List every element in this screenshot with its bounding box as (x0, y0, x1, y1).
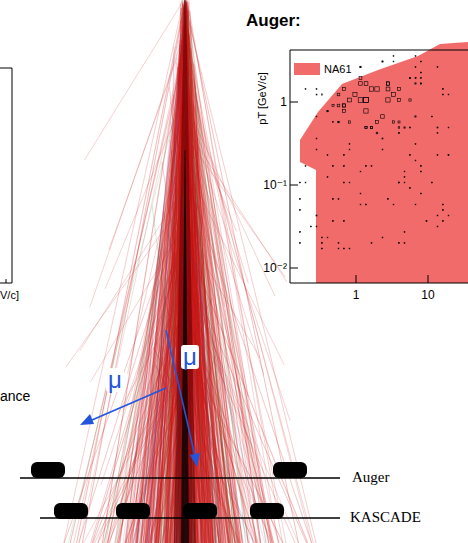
shower-tracks (64, 0, 316, 543)
legend-swatch (294, 63, 320, 75)
legend-text: NA61 (324, 63, 352, 75)
detector-levels (20, 462, 340, 519)
legend-row: NA61 (294, 63, 352, 75)
text-label: Auger (352, 470, 390, 485)
muon-arrows (80, 330, 200, 467)
text-label: V/c] (0, 290, 19, 301)
text-label: 10⁻² (263, 262, 287, 274)
text-label: KASCADE (350, 510, 421, 525)
muon-label: μ (181, 345, 199, 369)
text-label: ance (0, 389, 30, 403)
text-label: 10 (421, 289, 434, 301)
axis-title: pT [GeV/c] (257, 72, 268, 124)
text-label: 1 (353, 289, 360, 301)
text-label: 10⁻¹ (263, 179, 287, 191)
left-plot-frame (0, 68, 12, 283)
shower-core (174, 0, 196, 543)
text-label: Auger: (246, 12, 301, 29)
auger-phase-space-plot (290, 42, 468, 283)
text-label: 1 (280, 96, 287, 108)
muon-label: μ (106, 368, 124, 392)
